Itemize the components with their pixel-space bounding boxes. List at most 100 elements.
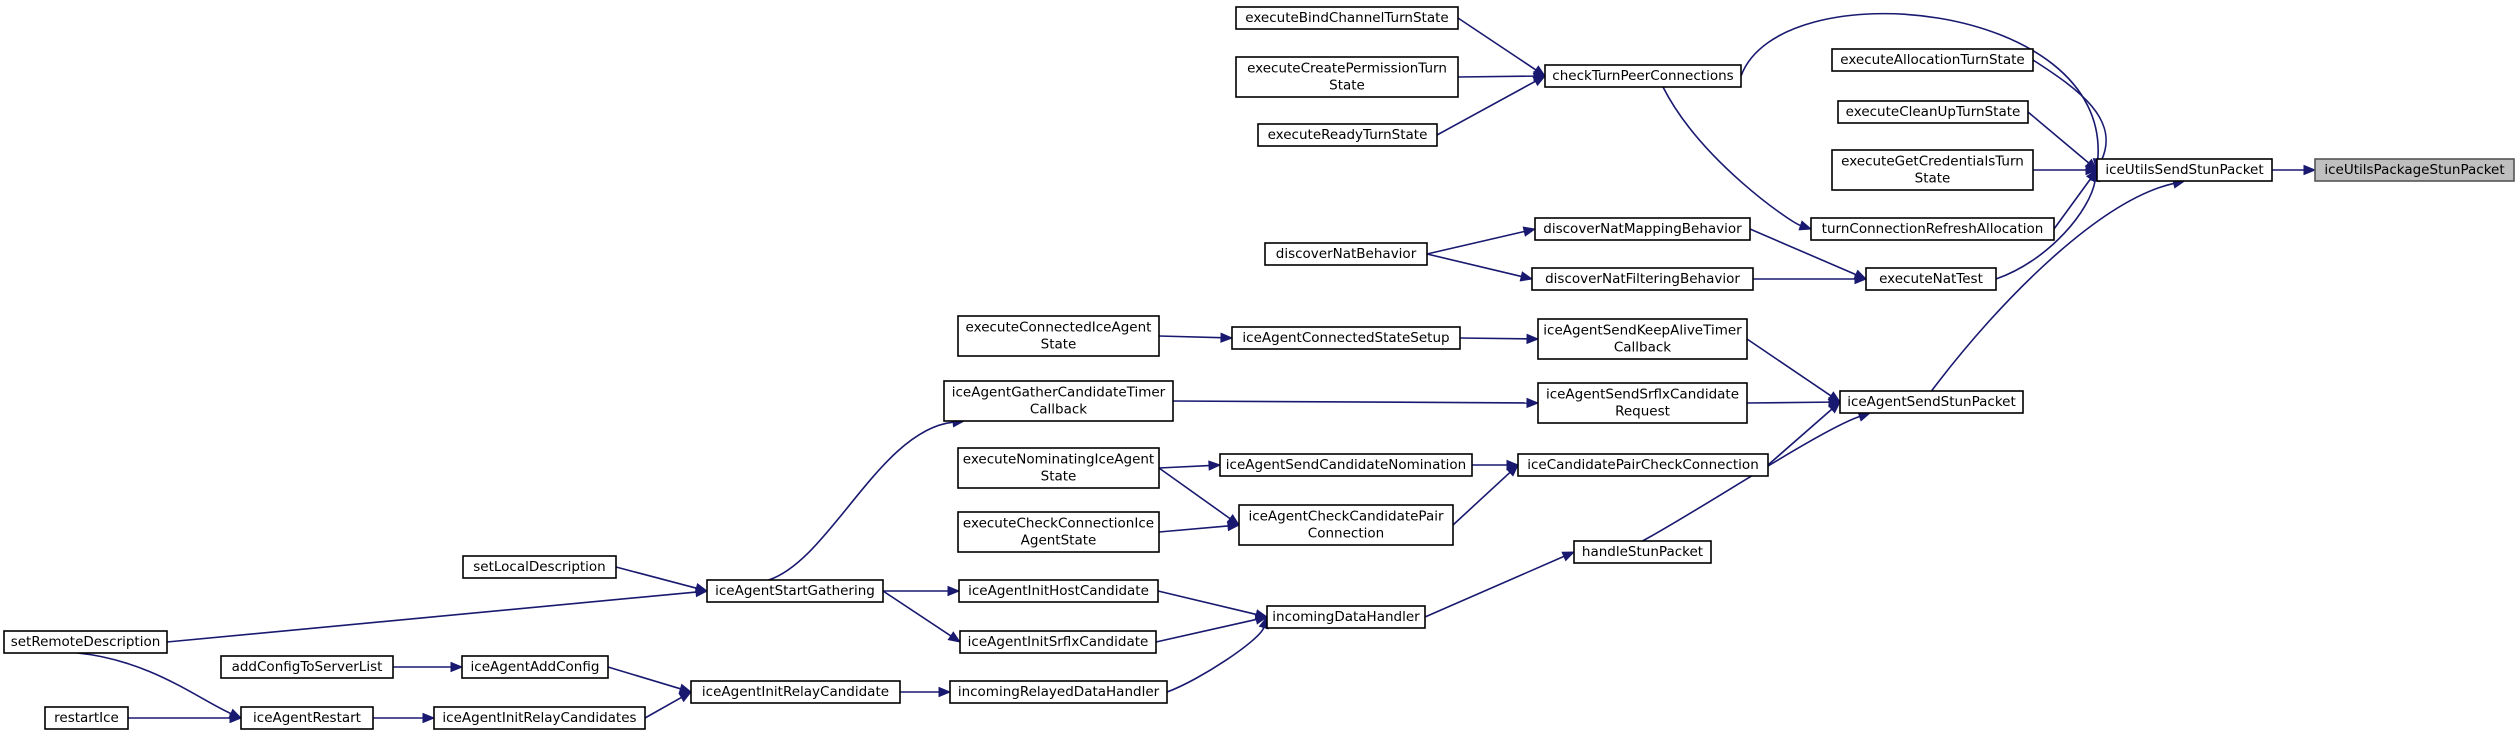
node-label: executeAllocationTurnState: [1840, 52, 2024, 68]
node-label: Request: [1615, 404, 1670, 420]
node-ice-utils-send-stun-packet[interactable]: iceUtilsSendStunPacket: [2096, 158, 2273, 182]
node-incoming-relayed-data-handler[interactable]: incomingRelayedDataHandler: [949, 680, 1168, 704]
node-execute-bind-channel-turn-state[interactable]: executeBindChannelTurnState: [1235, 6, 1459, 30]
edge-line: [768, 421, 954, 581]
node-box: [1219, 453, 1473, 477]
node-box: [2096, 158, 2273, 182]
node-box: [2314, 158, 2515, 182]
edge-line: [1426, 230, 1525, 255]
node-label: iceAgentRestart: [253, 710, 361, 726]
node-discover-nat-mapping-behavior[interactable]: discoverNatMappingBehavior: [1534, 217, 1751, 241]
node-ice-agent-send-candidate-nomination[interactable]: iceAgentSendCandidateNomination: [1219, 453, 1473, 477]
node-restart-ice[interactable]: restartIce: [44, 706, 129, 730]
edge-line: [2027, 111, 2090, 164]
edge-line: [2053, 178, 2092, 230]
edge-ice-agent-start-gathering-to-ice-agent-gather-candidate-timer-callback: [768, 417, 966, 581]
node-ice-utils-package-stun-packet[interactable]: iceUtilsPackageStunPacket: [2314, 158, 2515, 182]
node-handle-stun-packet[interactable]: handleStunPacket: [1573, 540, 1712, 564]
node-box: [1517, 453, 1769, 477]
nodes-layer: iceUtilsPackageStunPacket iceUtilsSendStu…: [3, 6, 2515, 730]
arrowhead: [938, 686, 952, 698]
edge-line: [166, 591, 697, 643]
node-ice-agent-send-stun-packet[interactable]: iceAgentSendStunPacket: [1839, 390, 2024, 414]
node-turn-connection-refresh-allocation[interactable]: turnConnectionRefreshAllocation: [1810, 217, 2055, 241]
node-ice-agent-init-relay-candidate[interactable]: iceAgentInitRelayCandidate: [690, 680, 901, 704]
node-label: iceAgentStartGathering: [715, 583, 875, 599]
node-box: [240, 706, 374, 730]
edge-ice-agent-send-srflx-candidate-request-to-ice-agent-send-stun-packet: [1746, 396, 1842, 408]
node-ice-agent-init-srflx-candidate[interactable]: iceAgentInitSrflxCandidate: [959, 630, 1157, 654]
node-execute-allocation-turn-state[interactable]: executeAllocationTurnState: [1831, 48, 2034, 72]
edge-execute-check-connection-ice-agent-state-to-ice-agent-check-candidate-pair-connection: [1158, 520, 1241, 533]
node-ice-agent-start-gathering[interactable]: iceAgentStartGathering: [706, 579, 884, 603]
node-ice-agent-init-relay-candidates[interactable]: iceAgentInitRelayCandidates: [433, 706, 646, 730]
edge-line: [1457, 75, 1535, 78]
edge-execute-ready-turn-state-to-check-turn-peer-connections: [1436, 75, 1547, 136]
node-box: [958, 579, 1159, 603]
arrowhead: [1505, 464, 1519, 477]
edge-ice-agent-connected-state-setup-to-ice-agent-send-keep-alive-timer-callback: [1459, 333, 1540, 345]
edge-line: [1930, 182, 2174, 392]
node-set-local-description[interactable]: setLocalDescription: [462, 555, 617, 579]
edge-incoming-data-handler-to-handle-stun-packet: [1424, 551, 1576, 618]
edge-line: [644, 696, 682, 719]
node-incoming-data-handler[interactable]: incomingDataHandler: [1266, 605, 1426, 629]
edge-line: [615, 566, 697, 589]
edge-check-turn-peer-connections-to-ice-utils-send-stun-packet: [1740, 12, 2104, 172]
node-label: iceAgentConnectedStateSetup: [1242, 330, 1449, 346]
edge-ice-candidate-pair-check-connection-to-ice-agent-send-stun-packet: [1767, 401, 1841, 466]
node-discover-nat-behavior[interactable]: discoverNatBehavior: [1264, 242, 1428, 266]
node-ice-agent-connected-state-setup[interactable]: iceAgentConnectedStateSetup: [1231, 326, 1461, 350]
edge-line: [1459, 337, 1528, 340]
node-add-config-to-server-list[interactable]: addConfigToServerList: [220, 655, 394, 679]
arrowhead: [1519, 271, 1534, 282]
node-ice-candidate-pair-check-connection[interactable]: iceCandidatePairCheckConnection: [1517, 453, 1769, 477]
node-execute-ready-turn-state[interactable]: executeReadyTurnState: [1257, 123, 1438, 147]
node-ice-agent-init-host-candidate[interactable]: iceAgentInitHostCandidate: [958, 579, 1159, 603]
node-label: executeCheckConnectionIce: [963, 516, 1154, 532]
arrowhead: [2303, 164, 2317, 176]
node-execute-clean-up-turn-state[interactable]: executeCleanUpTurnState: [1837, 100, 2029, 124]
edge-line: [2032, 59, 2107, 161]
arrowhead: [1561, 551, 1576, 562]
edge-add-config-to-server-list-to-ice-agent-add-config: [393, 661, 464, 673]
node-label: iceCandidatePairCheckConnection: [1527, 457, 1759, 473]
arrowhead: [229, 712, 243, 724]
node-label: executeBindChannelTurnState: [1245, 10, 1448, 26]
node-box: [1231, 326, 1461, 350]
edge-ice-agent-add-config-to-ice-agent-init-relay-candidate: [607, 666, 693, 694]
edge-execute-allocation-turn-state-to-ice-utils-send-stun-packet: [2032, 59, 2107, 172]
arrowhead: [1526, 333, 1540, 345]
node-set-remote-description[interactable]: setRemoteDescription: [3, 630, 168, 654]
node-label: AgentState: [1021, 533, 1097, 549]
node-box: [690, 680, 901, 704]
edge-ice-agent-gather-candidate-timer-callback-to-ice-agent-send-srflx-candidate-request: [1172, 397, 1540, 409]
arrowhead: [1227, 520, 1241, 532]
node-ice-agent-add-config[interactable]: iceAgentAddConfig: [461, 655, 609, 679]
node-label: iceAgentSendKeepAliveTimer: [1543, 323, 1742, 339]
node-discover-nat-filtering-behavior[interactable]: discoverNatFilteringBehavior: [1531, 267, 1754, 291]
node-box: [1837, 100, 2029, 124]
node-check-turn-peer-connections[interactable]: checkTurnPeerConnections: [1544, 64, 1742, 88]
edge-line: [1158, 335, 1222, 339]
edge-line: [77, 652, 232, 715]
node-execute-nat-test[interactable]: executeNatTest: [1865, 267, 1997, 291]
edge-line: [1172, 400, 1528, 404]
node-box: [3, 630, 168, 654]
node-box: [220, 655, 394, 679]
node-label: iceAgentAddConfig: [471, 659, 600, 675]
node-label: State: [1041, 337, 1077, 353]
edge-ice-agent-init-relay-candidate-to-incoming-relayed-data-handler: [900, 686, 952, 698]
node-label: iceAgentGatherCandidateTimer: [952, 385, 1166, 401]
node-ice-agent-restart[interactable]: iceAgentRestart: [240, 706, 374, 730]
node-label: discoverNatFilteringBehavior: [1545, 271, 1740, 287]
